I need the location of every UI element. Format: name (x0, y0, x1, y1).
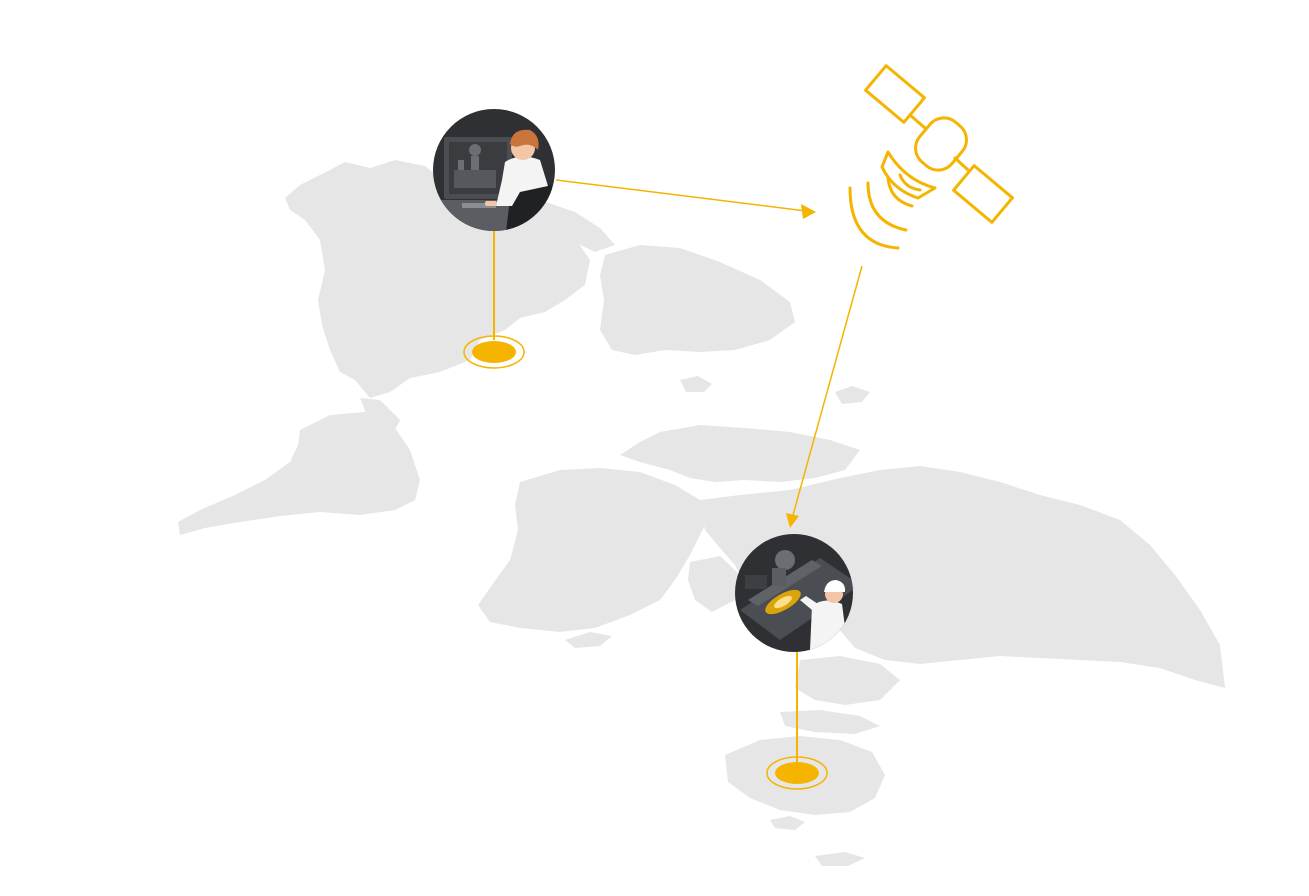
arrow-down-icon (786, 513, 799, 528)
map-madagascar (565, 632, 612, 648)
world-map (178, 160, 1225, 866)
map-europe (620, 425, 860, 482)
map-svalbard (835, 386, 870, 404)
map-greenland (600, 245, 795, 355)
map-arabia (688, 556, 740, 612)
link-satellite-to-field-worker (786, 265, 863, 528)
map-central-america (360, 398, 400, 430)
map-africa (478, 468, 705, 632)
map-new-zealand (815, 852, 865, 866)
map-tasmania (770, 816, 805, 830)
location-pin-ring-icon (766, 756, 828, 790)
map-iceland (680, 376, 712, 392)
satellite-icon (848, 64, 1014, 250)
map-southeast-asia (795, 656, 900, 705)
location-pin-marker-icon (472, 341, 516, 363)
map-south-america (178, 412, 420, 535)
field-technician-at-machine-icon (735, 534, 853, 652)
location-pin-ring-icon (463, 335, 525, 369)
field-worker-location-marker (766, 652, 828, 790)
arrow-right-icon (801, 204, 816, 219)
operator-location-marker (463, 231, 525, 369)
map-indonesia (780, 710, 880, 734)
link-operator-to-satellite (555, 179, 816, 219)
map-asia (700, 466, 1225, 688)
location-pin-marker-icon (775, 762, 819, 784)
